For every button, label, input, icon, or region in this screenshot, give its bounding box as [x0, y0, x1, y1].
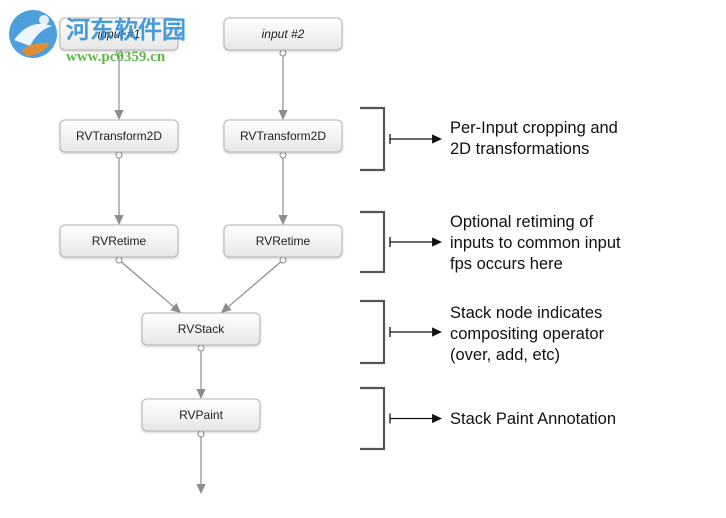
edge-arrowhead-icon — [114, 215, 124, 225]
annotation-line: Stack node indicates — [450, 304, 602, 322]
pointer-arrowhead-icon — [432, 327, 442, 337]
edge-input2-to-transform2 — [278, 49, 288, 120]
annotations-layer: Per-Input cropping and 2D transformations… — [360, 106, 621, 451]
watermark-emblem-icon — [9, 10, 57, 58]
node-transform2[interactable]: RVTransform2D — [223, 119, 343, 153]
edge-arrowhead-icon — [278, 215, 288, 225]
annotation-text: Optional retiming of inputs to common inp… — [450, 213, 621, 273]
node-retime1[interactable]: RVRetime — [59, 224, 179, 258]
node-box[interactable] — [223, 17, 343, 51]
edge-arrowhead-icon — [170, 302, 181, 313]
brace-bracket — [360, 210, 386, 274]
annotation-line: Optional retiming of — [450, 213, 593, 231]
edge-transform2-to-retime2 — [278, 151, 288, 225]
node-label: RVPaint — [179, 408, 223, 422]
annotation-line: (over, add, etc) — [450, 346, 560, 364]
node-input2[interactable]: input #2 — [223, 17, 343, 51]
node-box[interactable] — [59, 119, 179, 153]
brace-bracket — [360, 106, 386, 172]
edge-retime1-to-stack — [115, 256, 181, 313]
annotation-line: 2D transformations — [450, 140, 589, 158]
edge-arrowhead-icon — [221, 302, 232, 313]
node-label: RVTransform2D — [76, 129, 162, 143]
node-retime2[interactable]: RVRetime — [223, 224, 343, 258]
output-port-icon[interactable] — [115, 256, 123, 264]
annotation-text: Stack Paint Annotation — [450, 410, 616, 428]
annotation-line: Per-Input cropping and — [450, 119, 618, 137]
node-stack[interactable]: RVStack — [141, 312, 261, 346]
output-port-icon[interactable] — [279, 49, 287, 57]
output-port-icon[interactable] — [197, 344, 205, 352]
edges-layer — [114, 49, 288, 494]
edge-arrowhead-icon — [114, 110, 124, 120]
output-port-icon[interactable] — [279, 151, 287, 159]
node-input1[interactable]: input #1 — [59, 17, 179, 51]
brace-bracket — [360, 299, 386, 365]
annotation-line: Stack Paint Annotation — [450, 410, 616, 428]
node-label: input #1 — [98, 27, 141, 41]
watermark-logo: 河东软件园 www.pc0359.cn — [9, 10, 186, 65]
edge-arrowhead-icon — [196, 389, 206, 399]
node-label: RVRetime — [92, 234, 147, 248]
node-transform1[interactable]: RVTransform2D — [59, 119, 179, 153]
annotation-1: Per-Input cropping and 2D transformations — [360, 106, 618, 172]
node-box[interactable] — [223, 119, 343, 153]
annotation-line: inputs to common input — [450, 234, 621, 252]
brace-bracket — [360, 386, 386, 451]
annotation-line: fps occurs here — [450, 255, 563, 273]
output-port-icon[interactable] — [115, 151, 123, 159]
annotation-3: Stack node indicates compositing operator… — [360, 299, 605, 365]
edge-retime2-to-stack — [221, 256, 287, 313]
annotation-text: Per-Input cropping and 2D transformations — [450, 119, 618, 158]
node-box[interactable] — [141, 398, 261, 432]
annotation-4: Stack Paint Annotation — [360, 386, 616, 451]
edge-paint-to-output — [196, 430, 206, 494]
node-box[interactable] — [59, 17, 179, 51]
pointer-arrowhead-icon — [432, 237, 442, 247]
edge-line — [227, 259, 284, 308]
edge-arrowhead-icon — [196, 484, 206, 494]
edge-transform1-to-retime1 — [114, 151, 124, 225]
nodes-layer: input #1 input #2 RVTransform2D RVTransform… — [59, 17, 343, 432]
node-box[interactable] — [141, 312, 261, 346]
node-label: RVTransform2D — [240, 129, 326, 143]
pointer-arrowhead-icon — [432, 413, 442, 424]
annotation-2: Optional retiming of inputs to common inp… — [360, 210, 621, 274]
edge-line — [118, 259, 175, 308]
watermark-title: 河东软件园 — [66, 16, 186, 44]
node-paint[interactable]: RVPaint — [141, 398, 261, 432]
node-box[interactable] — [59, 224, 179, 258]
node-label: input #2 — [262, 27, 305, 41]
node-label: RVStack — [178, 322, 225, 336]
node-box[interactable] — [223, 224, 343, 258]
output-port-icon[interactable] — [197, 430, 205, 438]
annotation-line: compositing operator — [450, 325, 605, 343]
watermark-url: www.pc0359.cn — [66, 49, 166, 65]
edge-stack-to-paint — [196, 344, 206, 399]
node-label: RVRetime — [256, 234, 311, 248]
output-port-icon[interactable] — [279, 256, 287, 264]
annotation-text: Stack node indicates compositing operator… — [450, 304, 605, 364]
pointer-arrowhead-icon — [432, 134, 442, 144]
edge-arrowhead-icon — [278, 110, 288, 120]
